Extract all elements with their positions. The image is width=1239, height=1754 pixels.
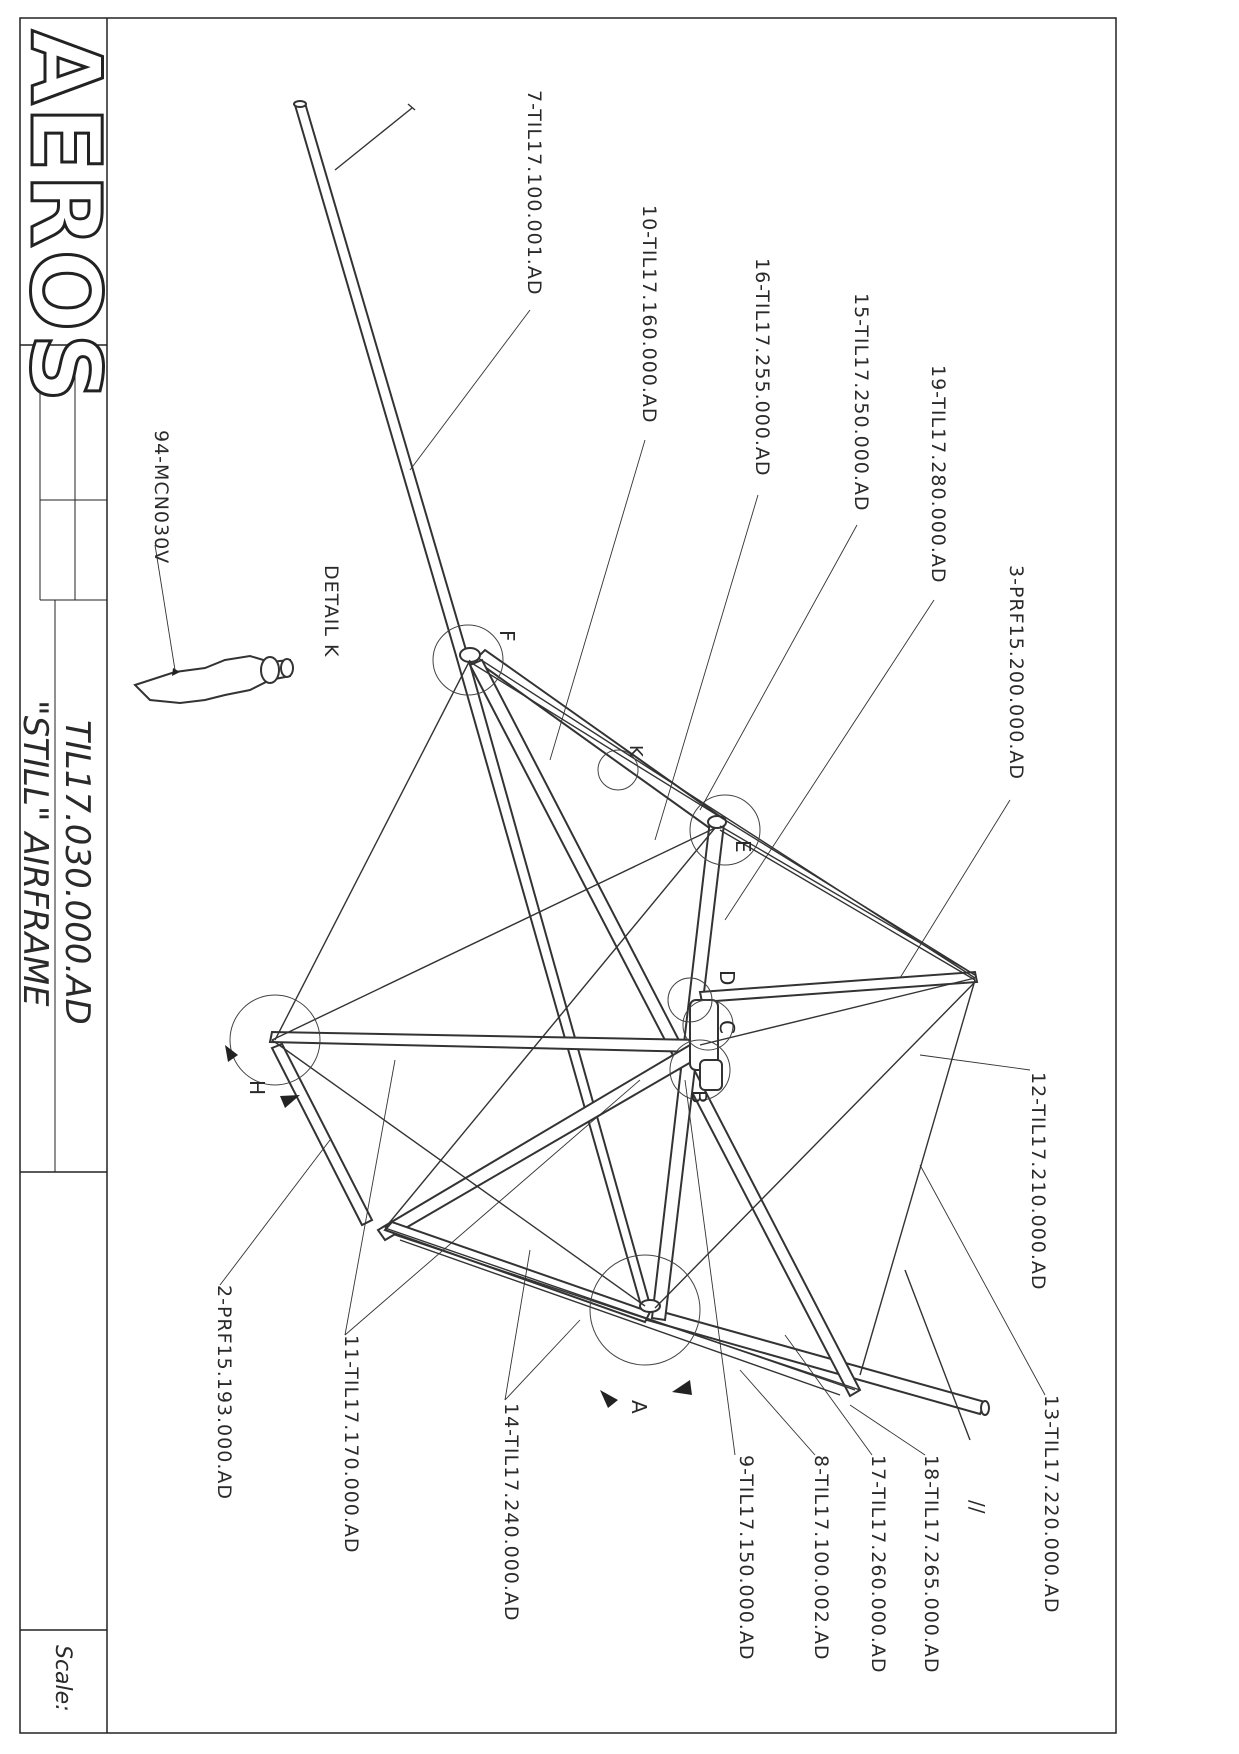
detail-k-label: DETAIL K xyxy=(320,565,342,657)
drawing-title: "STILL" AIRFRAME xyxy=(15,700,55,1007)
title-block: AEROS TIL17.030.000.AD "STILL" AIRFRAME … xyxy=(8,18,123,1733)
detail-circle-f xyxy=(432,624,504,696)
detail-circle-h xyxy=(229,994,321,1086)
scale-label: Scale: xyxy=(50,1645,75,1712)
callout-16: 16-TIL17.255.000.AD xyxy=(751,258,773,477)
detail-marker-k: K xyxy=(625,745,646,758)
detail-circle-b xyxy=(669,1039,731,1101)
detail-k: DETAIL K 94-MCN030V xyxy=(133,430,342,705)
callout-2: 2-PRF15.193.000.AD xyxy=(213,1285,235,1500)
callout-19: 19-TIL17.280.000.AD xyxy=(927,365,949,584)
callout-3: 3-PRF15.200.000.AD xyxy=(1005,565,1027,780)
callout-17: 17-TIL17.260.000.AD xyxy=(867,1455,889,1674)
callout-7: 7-TIL17.100.001.AD xyxy=(523,90,545,295)
detail-circle-k xyxy=(597,749,639,791)
callout-14: 14-TIL17.240.000.AD xyxy=(500,1403,522,1622)
detail-k-part-number: 94-MCN030V xyxy=(150,430,172,564)
detail-marker-h: H xyxy=(245,1080,269,1095)
callout-9: 9-TIL17.150.000.AD xyxy=(735,1455,757,1660)
view-mark: // xyxy=(965,1500,989,1514)
part-callouts: 7-TIL17.100.001.AD 10-TIL17.160.000.AD 1… xyxy=(213,90,1062,1674)
detail-marker-b: B xyxy=(687,1090,711,1104)
detail-circle-c xyxy=(682,999,734,1051)
drawing-number: TIL17.030.000.AD xyxy=(57,720,97,1025)
detail-marker-f: F xyxy=(495,630,519,642)
rigging-wires xyxy=(271,657,976,1396)
detail-marker-e: E xyxy=(731,840,755,853)
keel-tube xyxy=(293,101,652,1311)
airframe-tubes xyxy=(268,100,990,1441)
detail-marker-a: A xyxy=(627,1400,651,1414)
detail-circle-d xyxy=(667,977,713,1023)
callout-10: 10-TIL17.160.000.AD xyxy=(638,205,660,424)
detail-markers: A B C D E F H K xyxy=(225,624,761,1414)
callout-15: 15-TIL17.250.000.AD xyxy=(850,293,872,512)
detail-circle-e xyxy=(689,794,761,866)
callout-12: 12-TIL17.210.000.AD xyxy=(1027,1072,1049,1291)
aeros-logo: AEROS xyxy=(9,30,121,405)
callout-11: 11-TIL17.170.000.AD xyxy=(340,1335,362,1554)
callout-18: 18-TIL17.265.000.AD xyxy=(920,1455,942,1674)
drawing-border xyxy=(19,17,1117,1734)
callout-13: 13-TIL17.220.000.AD xyxy=(1040,1395,1062,1614)
detail-marker-c: C xyxy=(715,1020,739,1034)
detail-circle-a xyxy=(589,1254,701,1366)
callout-8: 8-TIL17.100.002.AD xyxy=(810,1455,832,1660)
crossbar xyxy=(268,1030,701,1054)
detail-marker-d: D xyxy=(715,970,739,985)
